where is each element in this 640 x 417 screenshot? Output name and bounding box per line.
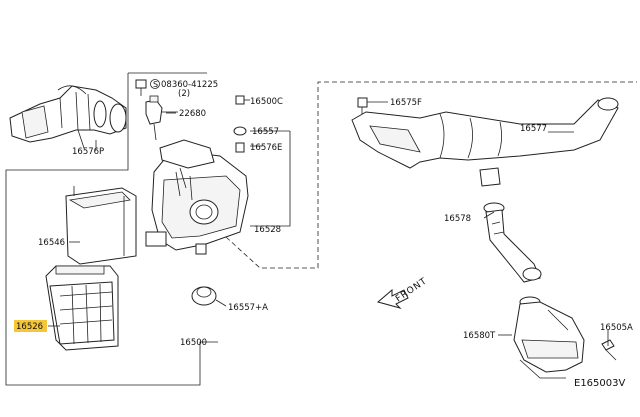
hose-16578 — [483, 202, 542, 283]
filter-cover-16546 — [65, 186, 137, 265]
sensor-22680 — [145, 95, 178, 141]
label-08360: 08360-41225 — [161, 80, 218, 90]
inlet-16580T — [513, 296, 585, 379]
label-16500: 16500 — [180, 338, 207, 348]
label-16526: 16526 — [16, 322, 43, 332]
frame-lines — [5, 72, 637, 386]
label-16575F: 16575F — [390, 98, 422, 108]
label-16580T: 16580T — [463, 331, 496, 341]
label-22680: 22680 — [179, 109, 206, 119]
callout-labels: 16576P 08360-41225 (2) 22680 16500C 1655… — [16, 80, 633, 389]
highlight-box — [14, 320, 47, 332]
diagram-code: E165003V — [574, 378, 625, 389]
label-16546: 16546 — [38, 238, 65, 248]
clip-16575F — [357, 97, 388, 114]
fasteners — [233, 95, 250, 153]
label-16557: 16557 — [252, 127, 279, 137]
label-16500C: 16500C — [250, 97, 283, 107]
bolt-08360: S — [135, 79, 160, 96]
label-16505A: 16505A — [600, 323, 633, 333]
label-16557A: 16557+A — [228, 303, 268, 313]
label-bolt-qty: (2) — [178, 89, 190, 99]
svg-text:S: S — [153, 80, 158, 89]
label-16578: 16578 — [444, 214, 471, 224]
front-label: FRONT — [394, 276, 429, 304]
duct-16577 — [351, 97, 619, 187]
air-cleaner-16500 — [145, 139, 249, 255]
grommet-16557A — [191, 286, 227, 307]
label-16577: 16577 — [520, 124, 547, 134]
label-16576P: 16576P — [72, 147, 104, 157]
label-16576E: 16576E — [250, 143, 282, 153]
bolt-16505A — [601, 334, 617, 361]
front-direction-arrow: FRONT — [376, 276, 429, 309]
filter-element-16526 — [45, 265, 119, 351]
label-16528: 16528 — [254, 225, 281, 235]
leader-lines — [48, 112, 609, 336]
duct-16576P — [9, 85, 127, 149]
